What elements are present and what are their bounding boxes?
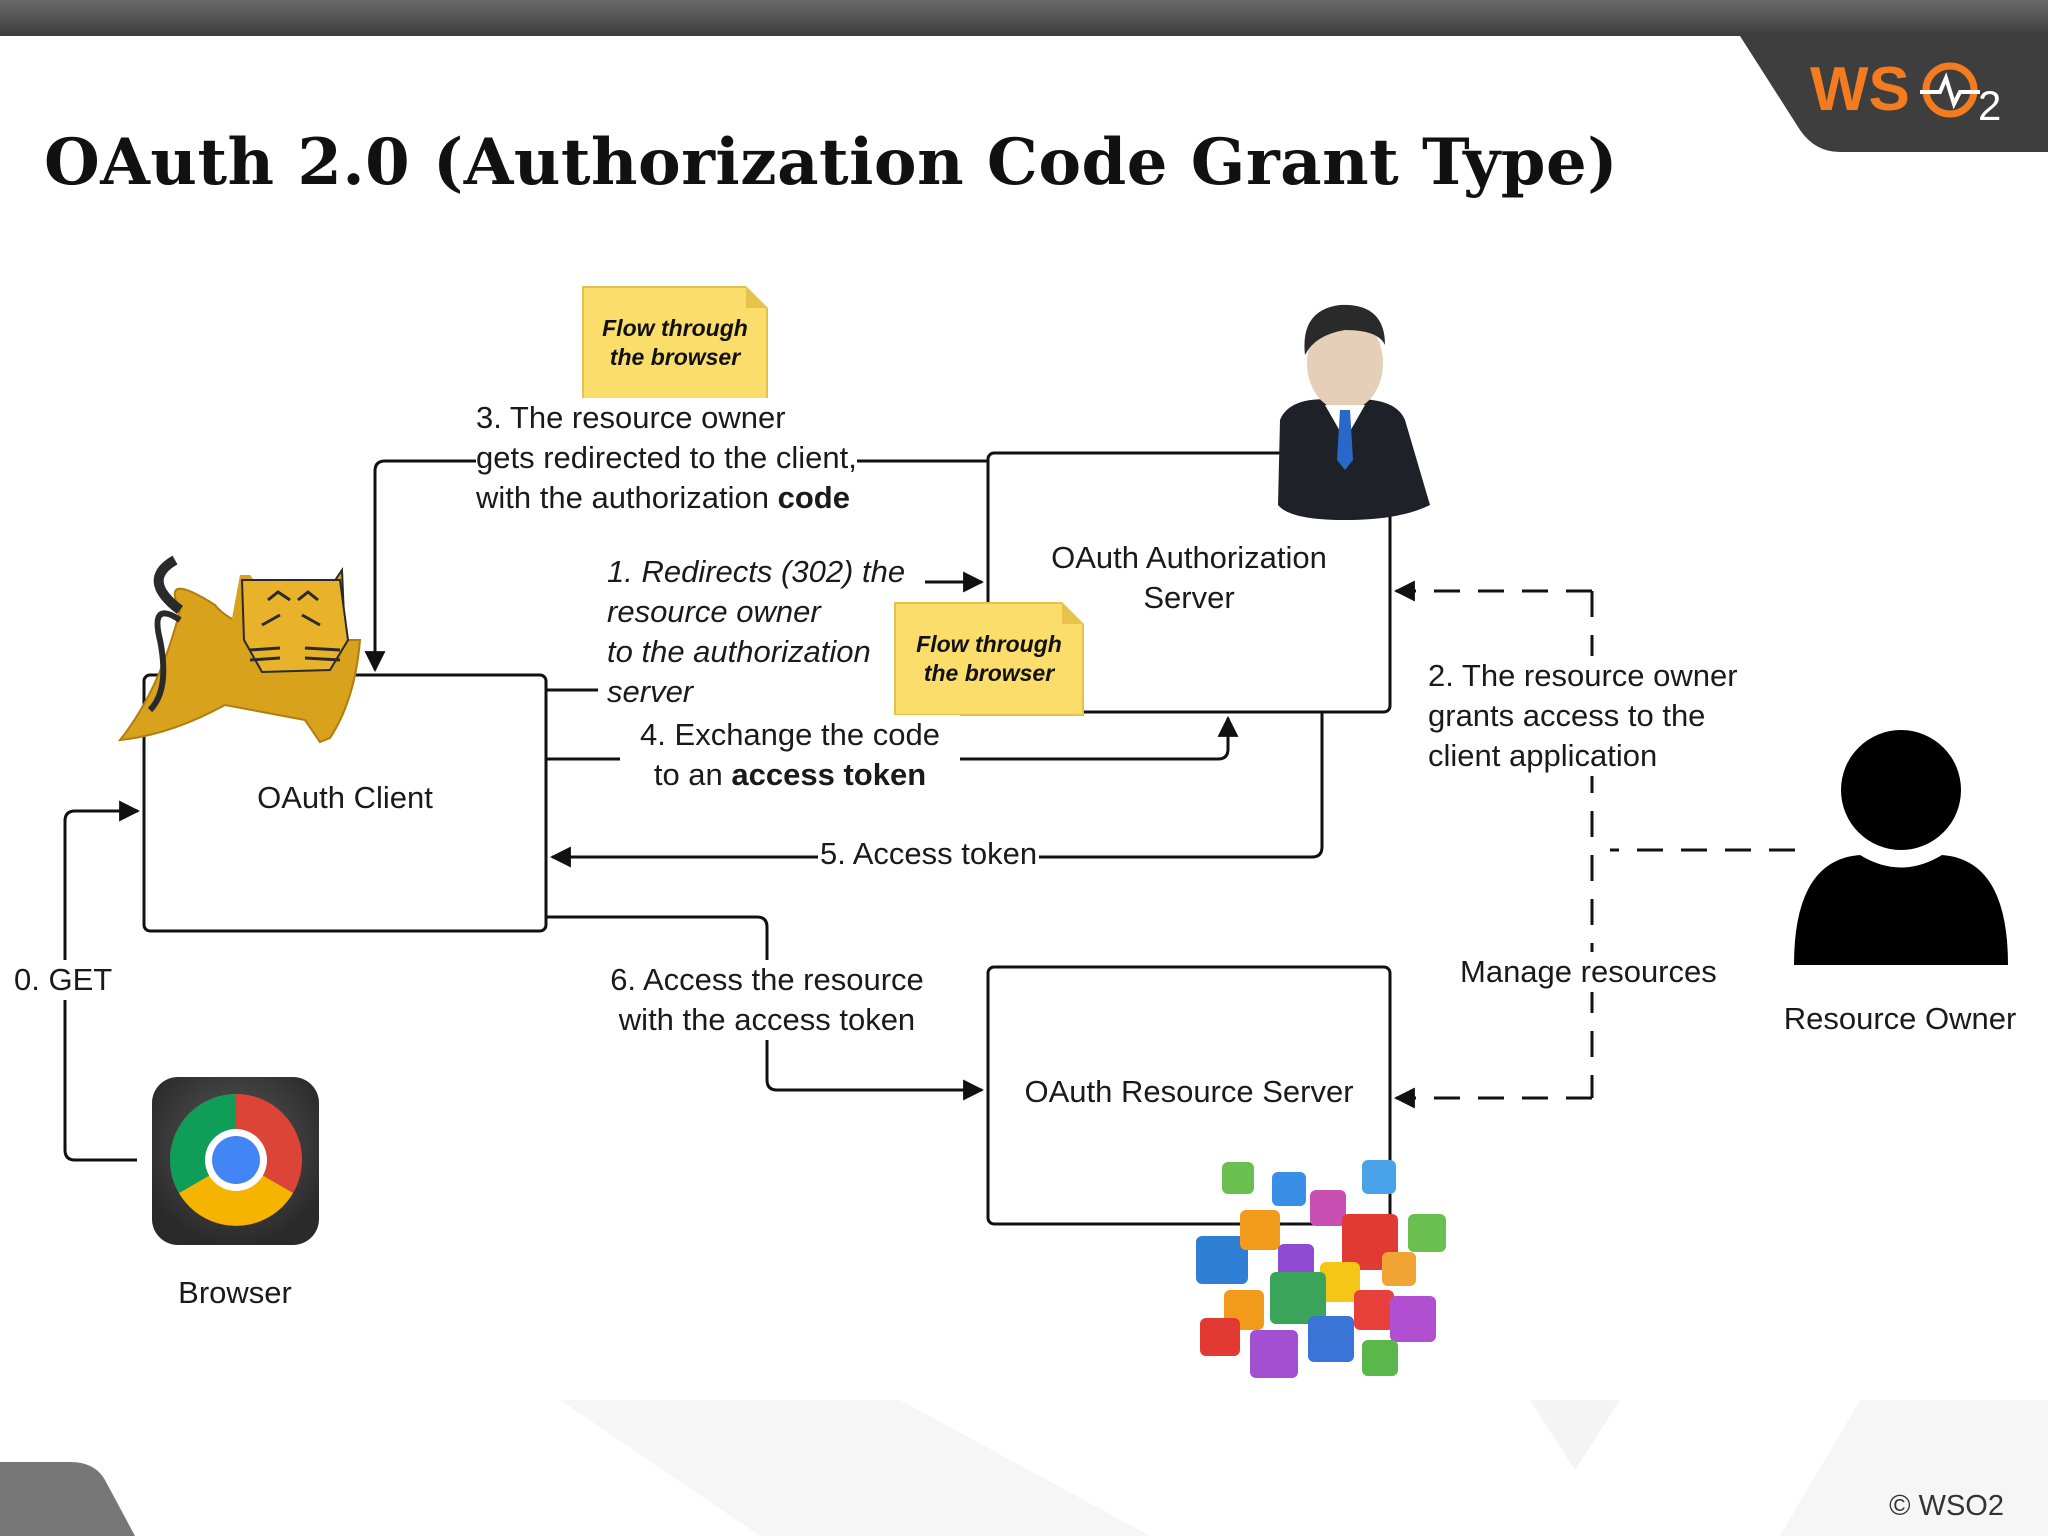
step5-label: 5. Access token: [818, 834, 1040, 874]
copyright: © WSO2: [1889, 1490, 2004, 1522]
note-line: Flow through: [916, 631, 1062, 657]
step6-label: 6. Access the resource with the access t…: [590, 960, 944, 1040]
auth-server-label-line: Server: [1143, 580, 1235, 615]
page-title: OAuth 2.0 (Authorization Code Grant Type…: [44, 125, 1619, 200]
step2-line: grants access to the: [1428, 698, 1706, 733]
step0-label: 0. GET: [12, 960, 115, 1000]
step3-line: gets redirected to the client,: [476, 440, 857, 475]
step3-arrow: [364, 459, 988, 673]
auth-server-label: OAuth Authorization Server: [988, 538, 1390, 618]
step4-line2-text: to an: [653, 757, 732, 792]
step1-line: resource owner: [607, 594, 821, 629]
step1-line: server: [607, 674, 694, 709]
step3-line3-text: with the authorization: [476, 480, 778, 515]
note-flow-through-browser-mid: Flow through the browser: [894, 602, 1084, 716]
step4-access-token-bold: access token: [731, 757, 927, 792]
auth-server-box: [986, 451, 1392, 714]
step4-arrow: [546, 718, 1228, 761]
resource-owner-label: Resource Owner: [1783, 1001, 2017, 1036]
app-icons-cluster: [1196, 1160, 1446, 1378]
step2-line: client application: [1428, 738, 1658, 773]
step3-label: 3. The resource owner gets redirected to…: [476, 398, 857, 518]
step4-line: 4. Exchange the code: [640, 717, 940, 752]
top-bar: [0, 0, 2048, 36]
step1-label: 1. Redirects (302) the resource owner to…: [607, 552, 905, 712]
step4-label: 4. Exchange the code to an access token: [620, 715, 960, 795]
corner-tab: [0, 1462, 135, 1536]
step2-label: 2. The resource owner grants access to t…: [1428, 656, 1742, 776]
wso2-logo: WS 2: [1810, 55, 2001, 129]
step4-line: to an access token: [620, 755, 960, 795]
step3-line: with the authorization code: [476, 478, 857, 518]
step1-line: to the authorization: [607, 634, 871, 669]
resource-server-label: OAuth Resource Server: [1024, 1074, 1354, 1109]
browser-label: Browser: [178, 1275, 292, 1310]
step2-line: 2. The resource owner: [1428, 658, 1738, 693]
manage-resources-label: Manage resources: [1456, 952, 1721, 992]
logo-tab: [1740, 36, 2048, 152]
client-label: OAuth Client: [257, 780, 433, 815]
businessman-icon: [1278, 304, 1430, 520]
tomcat-icon: [117, 555, 362, 744]
note-line: the browser: [609, 344, 741, 370]
note-line: Flow through: [602, 315, 748, 341]
step3-code-bold: code: [777, 480, 850, 515]
step6-line: with the access token: [618, 1002, 916, 1037]
step6-line: 6. Access the resource: [610, 962, 924, 997]
step5-arrow: [549, 712, 1324, 868]
wso2-logo-text: WS: [1810, 55, 1910, 124]
auth-server-label-line: OAuth Authorization: [1051, 540, 1327, 575]
svg-text:2: 2: [1978, 82, 2001, 129]
chrome-icon: [152, 1077, 319, 1245]
note-flow-through-browser-top: Flow through the browser: [582, 286, 768, 400]
resource-server-box: [986, 965, 1392, 1226]
step1-line: 1. Redirects (302) the: [607, 554, 906, 589]
step3-line: 3. The resource owner: [476, 400, 786, 435]
note-line: the browser: [923, 660, 1055, 686]
person-silhouette-icon: [1794, 730, 2008, 965]
